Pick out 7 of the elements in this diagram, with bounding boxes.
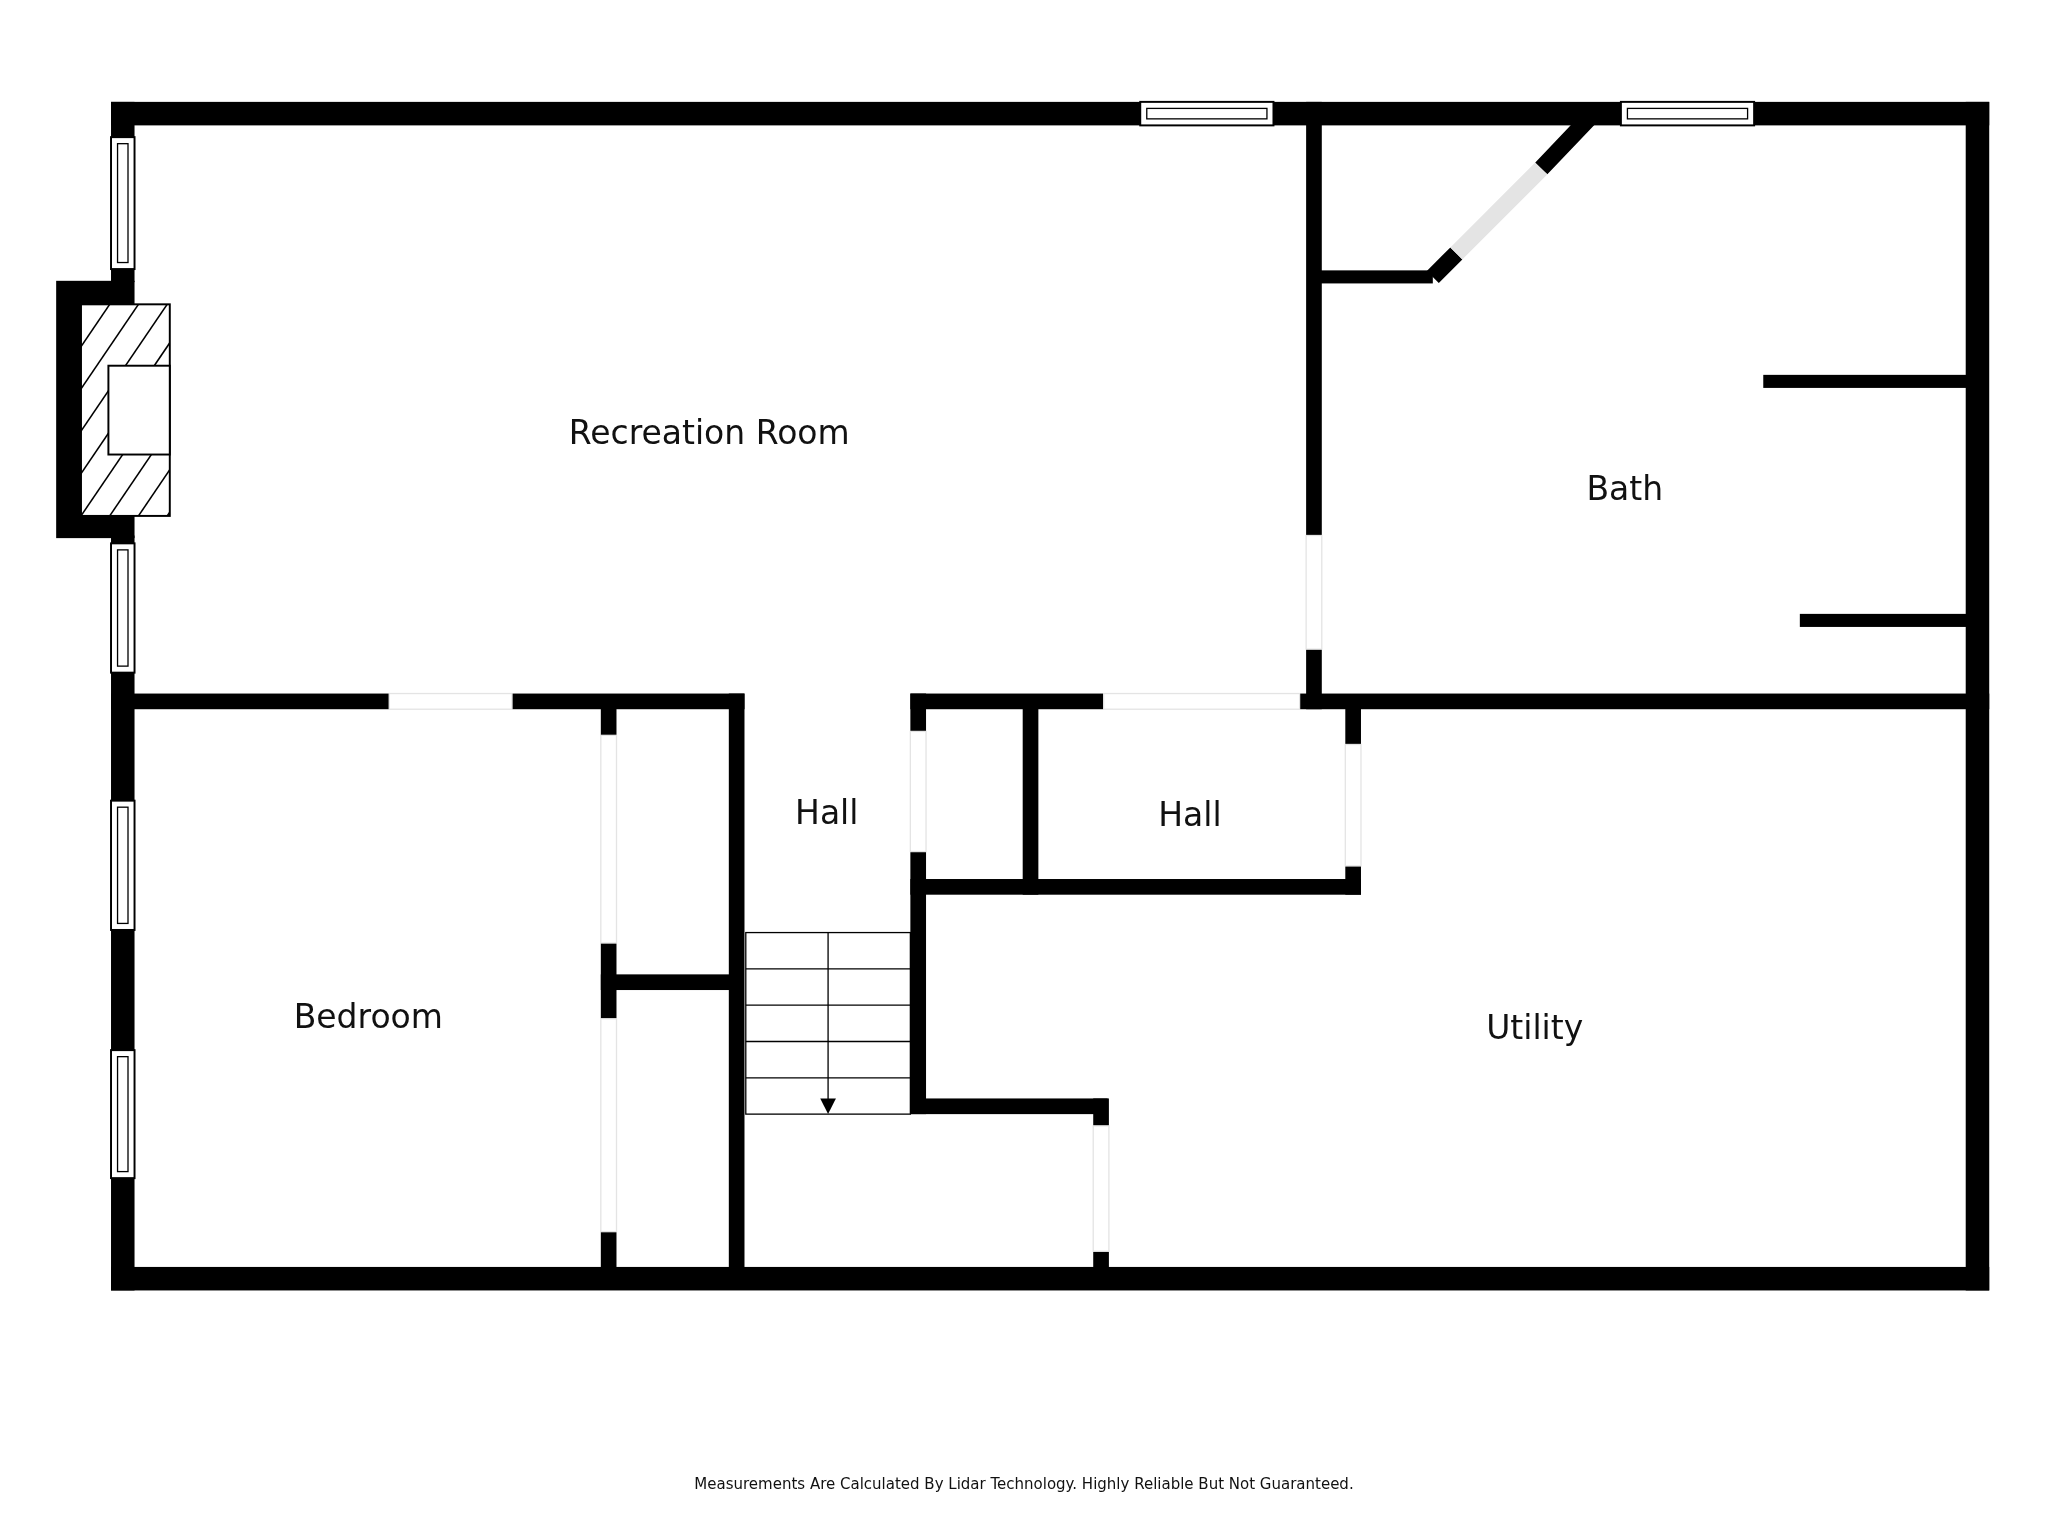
room-label: Bath: [1586, 469, 1664, 508]
room-label: Utility: [1486, 1007, 1584, 1047]
room-label: Hall: [795, 792, 859, 832]
disclaimer-note: Measurements Are Calculated By Lidar Technology. Highly Reliable But Not Guaranteed.: [694, 1474, 1354, 1493]
room-label: Recreation Room: [568, 412, 850, 452]
room-label: Bedroom: [293, 996, 443, 1036]
room-label: Hall: [1158, 794, 1222, 834]
